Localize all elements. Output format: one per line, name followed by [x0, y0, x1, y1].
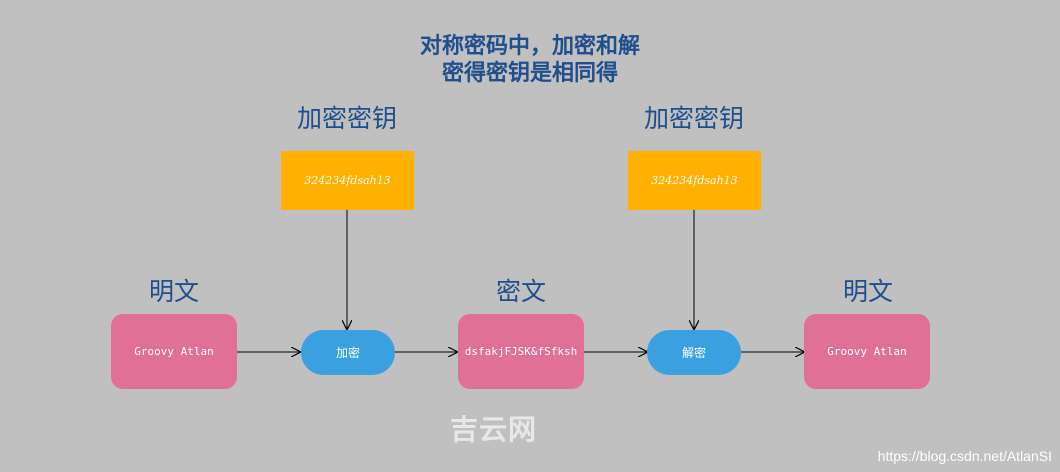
plaintext-right-box: Groovy Atlan — [804, 314, 930, 389]
encrypt-key-value: 324234fdsah13 — [304, 174, 391, 187]
plaintext-left-value: Groovy Atlan — [134, 345, 214, 358]
decrypt-operation: 解密 — [647, 330, 741, 375]
diagram-title-line2: 密得密钥是相同得 — [441, 60, 618, 86]
ciphertext-label: 密文 — [495, 277, 546, 306]
encrypt-key-box: 324234fdsah13 — [281, 151, 414, 210]
source-url: https://blog.csdn.net/AtlanSI — [877, 448, 1052, 464]
encrypt-operation-label: 加密 — [335, 346, 360, 360]
plaintext-left-box: Groovy Atlan — [111, 314, 237, 389]
decrypt-operation-label: 解密 — [681, 346, 706, 360]
watermark-logo: 吉云网 — [450, 413, 538, 446]
plaintext-right-label: 明文 — [842, 277, 893, 306]
ciphertext-box: dsfakjFJSK&fSfksh — [458, 314, 584, 389]
plaintext-left-label: 明文 — [148, 277, 199, 306]
decrypt-key-box: 324234fdsah13 — [628, 151, 761, 210]
decrypt-key-label: 加密密钥 — [643, 104, 744, 133]
encrypt-operation: 加密 — [301, 330, 395, 375]
diagram-title-line1: 对称密码中，加密和解 — [419, 33, 640, 59]
ciphertext-value: dsfakjFJSK&fSfksh — [464, 345, 578, 358]
decrypt-key-value: 324234fdsah13 — [651, 174, 738, 187]
plaintext-right-value: Groovy Atlan — [827, 345, 907, 358]
encrypt-key-label: 加密密钥 — [296, 104, 397, 133]
